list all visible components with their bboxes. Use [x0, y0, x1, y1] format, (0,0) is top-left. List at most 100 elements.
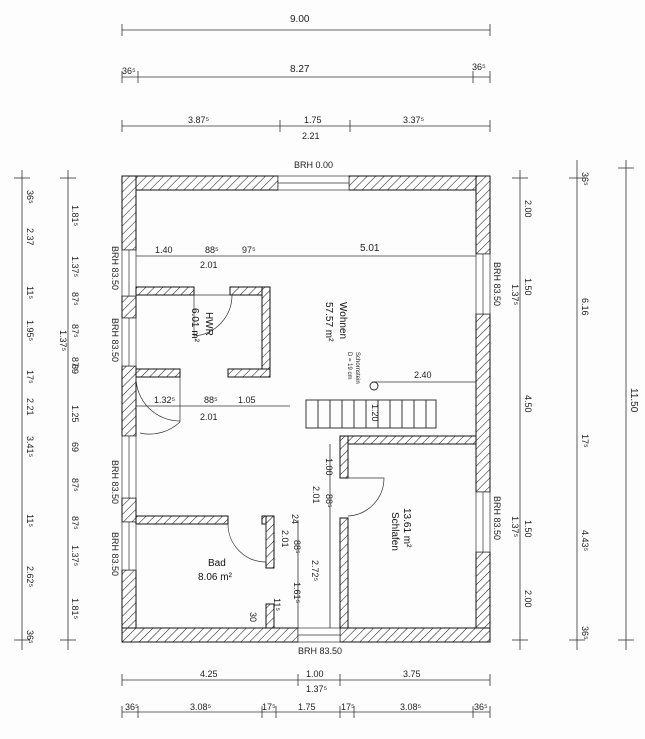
- room-name-wohnen: Wohnen: [337, 302, 348, 339]
- dim-label: 1.81⁵: [70, 598, 80, 620]
- dim-label: 1.00: [324, 458, 334, 476]
- dim-label: 4.25: [200, 669, 218, 679]
- dim-label: 11⁵: [272, 598, 282, 611]
- dim-label: 1.95⁵: [25, 320, 35, 342]
- dim-label: 2.01: [311, 486, 321, 504]
- dim-label: 3.08⁵: [190, 702, 212, 712]
- dim-label: 36⁵: [25, 190, 35, 204]
- dim-label: 3.37⁵: [403, 115, 425, 125]
- dim-label: 36⁵: [472, 62, 486, 72]
- brh-bottom: BRH 83.50: [298, 646, 342, 656]
- dim-label: 2.21: [25, 398, 35, 416]
- room-area-wohnen: 57.57 m²: [323, 302, 334, 342]
- dim-label: 5.01: [360, 243, 380, 254]
- dim-label: 1.25: [70, 405, 80, 423]
- dim-label: 36⁵: [580, 626, 590, 640]
- dim-label: 88⁵: [204, 395, 218, 405]
- bottom-dimensions: 4.25 1.00 3.75 1.37⁵ 36⁵ 3.08⁵ 17⁵ 1.75 …: [121, 669, 491, 718]
- brh-labels: BRH 0.00 BRH 83.50 BRH 83.50 BRH 83.50 B…: [110, 160, 502, 656]
- brh-right: BRH 83.50: [492, 262, 502, 306]
- brh-right: BRH 83.50: [492, 496, 502, 540]
- staircase: [305, 381, 476, 429]
- dim-label: 36⁵: [474, 702, 488, 712]
- room-name-hwr: HWR: [203, 312, 214, 336]
- dim-label: 2.01: [200, 260, 218, 270]
- dim-label: 1.32⁵: [154, 395, 176, 405]
- dim-label: 97⁵: [242, 245, 256, 255]
- dim-label: 2.37: [25, 228, 35, 246]
- dim-label: 1.75: [298, 702, 316, 712]
- dim-label: 36⁵: [25, 630, 35, 644]
- room-area-bad: 8.06 m²: [198, 572, 233, 583]
- room-name-schlafen: Schlafen: [389, 512, 400, 551]
- room-area-hwr: 6.01 m²: [189, 308, 200, 343]
- chimney-icon: [369, 381, 379, 391]
- dim-label: 11⁵: [25, 514, 35, 527]
- dim-label: 6.16: [580, 298, 590, 316]
- right-dimensions: 2.00 1.50 1.37⁵ 4.50 1.50 1.37⁵ 2.00 36⁵…: [510, 160, 639, 650]
- interior-dimensions: 1.40 88⁵ 97⁵ 5.01 2.01 1.32⁵ 88⁵ 1.05 2.…: [136, 243, 476, 628]
- dim-label: 2.40: [414, 370, 432, 380]
- room-area-schlafen: 13.61 m²: [401, 508, 412, 548]
- dim-label: 88⁵: [292, 540, 302, 554]
- dim-label: 87⁵: [70, 292, 80, 306]
- dim-label: 1.37⁵: [510, 516, 520, 538]
- dim-label: 87⁵: [70, 357, 80, 371]
- top-dimensions: 9.00 36⁵ 8.27 36⁵ 3.87⁵ 1.75 3.37⁵ 2.21: [121, 14, 491, 141]
- brh-left: BRH 83.50: [110, 532, 120, 576]
- dim-label: 1.37⁵: [510, 284, 520, 306]
- brh-left: BRH 83.50: [110, 318, 120, 362]
- dim-total-width: 9.00: [290, 14, 310, 25]
- dim-label: 30: [248, 612, 258, 622]
- dim-label: 1.37⁵: [70, 256, 80, 278]
- left-dimensions: 36⁵ 2.37 11⁵ 1.95⁵ 17⁵ 2.21 3.41⁵ 11⁵ 2.…: [14, 170, 80, 650]
- room-name-bad: Bad: [208, 558, 226, 569]
- dim-label: 1.37⁵: [58, 330, 68, 352]
- dim-label: 17⁵: [262, 702, 276, 712]
- interior-walls: [135, 286, 477, 629]
- brh-top: BRH 0.00: [294, 160, 333, 170]
- dim-label: 2.00: [523, 590, 533, 608]
- dim-label: 87⁵: [70, 516, 80, 530]
- dim-label: 1.37⁵: [306, 684, 328, 694]
- dim-label: 87⁵: [70, 478, 80, 492]
- dim-label: 88⁵: [324, 494, 334, 508]
- dim-label: 88⁵: [205, 245, 219, 255]
- dim-label: 2.01: [200, 412, 218, 422]
- dim-label: 11⁵: [25, 286, 35, 299]
- dim-label: 1.05: [238, 395, 256, 405]
- dim-label: 3.41⁵: [25, 436, 35, 458]
- dim-label: 1.50: [523, 520, 533, 538]
- chimney-label: Schornstein: [354, 352, 360, 384]
- brh-left: BRH 83.50: [110, 460, 120, 504]
- dim-label: 3.75: [403, 669, 421, 679]
- dim-label: 24: [290, 514, 300, 524]
- dim-label: 2.01: [280, 530, 290, 548]
- dim-label: 1.75: [304, 115, 322, 125]
- room-labels: Wohnen 57.57 m² HWR 6.01 m² Bad 8.06 m² …: [189, 302, 412, 583]
- dim-label: 3.08⁵: [400, 702, 422, 712]
- dim-label: 8.27: [290, 64, 310, 75]
- dim-label: 87⁵: [70, 324, 80, 338]
- windows: [121, 175, 491, 643]
- dim-label: 1.61⁵: [292, 582, 302, 604]
- dim-label: 4.43⁵: [580, 530, 590, 552]
- dim-label: 2.21: [302, 131, 320, 141]
- brh-left: BRH 83.50: [110, 246, 120, 290]
- dim-label: 1.00: [306, 669, 324, 679]
- dim-label: 4.50: [523, 395, 533, 413]
- dim-label: 17⁵: [580, 434, 590, 448]
- dim-label: 36⁵: [580, 172, 590, 186]
- dim-label: 69: [70, 442, 80, 452]
- dim-label: 2.62⁵: [25, 566, 35, 588]
- dim-label: 36⁵: [125, 702, 139, 712]
- dim-label: 17⁵: [341, 702, 355, 712]
- dim-label: 1.81⁵: [70, 205, 80, 227]
- dim-label: 1.20: [370, 404, 380, 422]
- dim-label: 1.40: [155, 245, 173, 255]
- doors: [135, 294, 385, 563]
- dim-label: 2.00: [523, 200, 533, 218]
- dim-label: 36⁵: [122, 66, 136, 76]
- dim-label: 3.87⁵: [188, 115, 210, 125]
